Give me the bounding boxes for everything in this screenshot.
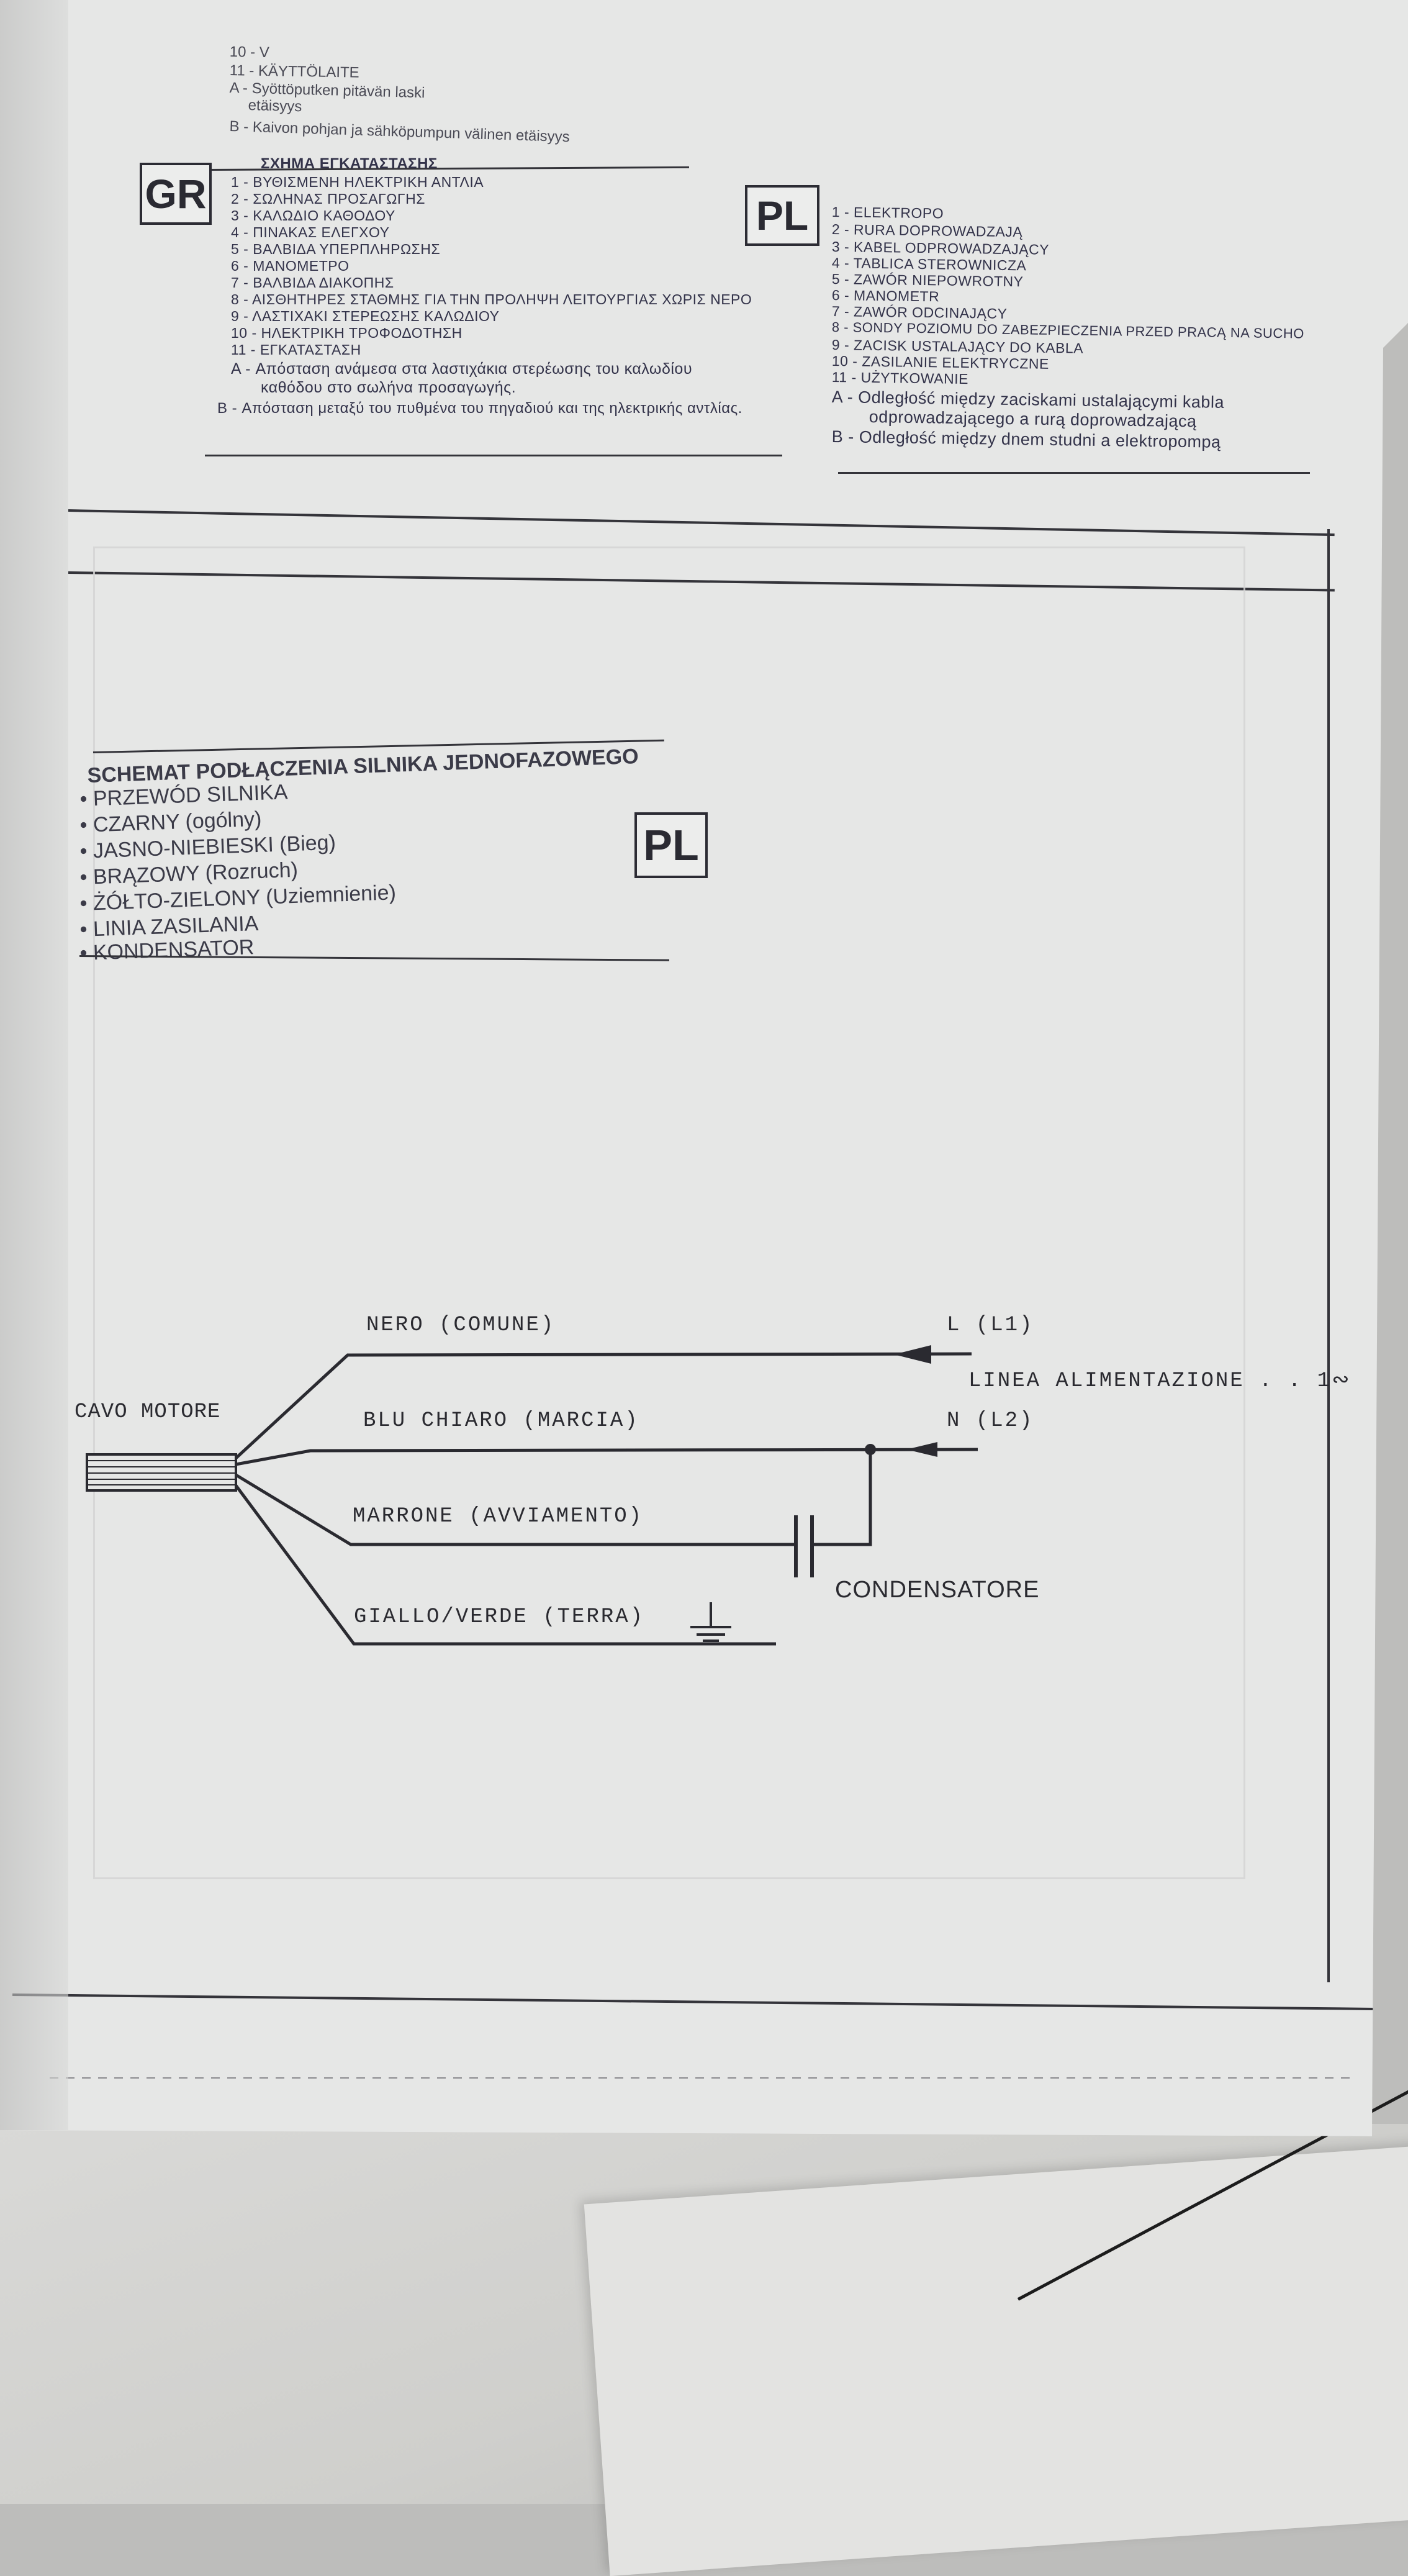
ground-icon (690, 1602, 731, 1642)
wiring-diagram: NERO (COMUNE) L (L1) LINEA ALIMENTAZIONE… (74, 1313, 1352, 1646)
gr-line-4: 4 - ΠΙΝΑΚΑΣ ΕΛΕΓΧΟΥ (231, 224, 390, 240)
section-rule-gr (205, 455, 782, 456)
gr-line-a: A - Απόσταση ανάμεσα στα λαστιχάκια στερ… (231, 360, 692, 378)
label-black-wire: NERO (COMUNE) (366, 1313, 555, 1337)
faded-installation-illustration (93, 546, 1245, 1879)
gr-line-a-cont: καθόδου στο σωλήνα προσαγωγής. (261, 379, 517, 396)
page-dotted-rule (50, 2077, 1353, 2079)
terminal-n-arrow (906, 1442, 937, 1457)
gr-line-10: 10 - ΗΛΕΚΤΡΙΚΗ ΤΡΟΦΟΔΟΤΗΣΗ (231, 325, 463, 341)
gr-line-5: 5 - ΒΑΛΒΙΔΑ ΥΠΕΡΠΛΗΡΩΣΗΣ (231, 241, 441, 257)
wire-ground (234, 1484, 776, 1646)
gr-line-6: 6 - ΜΑΝΟΜΕΤΡΟ (231, 258, 350, 274)
gr-line-11: 11 - ΕΓΚΑΤΑΣΤΑΣΗ (231, 342, 361, 358)
pl-language-badge: PL (745, 185, 819, 246)
wire-blue-run (235, 1448, 978, 1466)
label-capacitor: CONDENSATORE (835, 1577, 1039, 1603)
gr-language-badge: GR (140, 163, 212, 225)
wire-black-common (235, 1352, 972, 1459)
label-terminal-l: L (L1) (947, 1313, 1034, 1337)
page-edge-shadow (0, 0, 68, 2130)
manual-page: 10 - V 11 - KÄYTTÖLAITE A - Syöttöputken… (0, 0, 1408, 2136)
label-brown-wire: MARRONE (AVVIAMENTO) (353, 1505, 643, 1528)
gr-line-3: 3 - ΚΑΛΩΔΙΟ ΚΑΘΟΔΟΥ (231, 207, 395, 224)
gr-line-1: 1 - ΒΥΘΙΣΜΕΝΗ ΗΛΕΚΤΡΙΚΗ ΑΝΤΛΙΑ (231, 174, 484, 190)
gr-line-8: 8 - ΑΙΣΘΗΤΗΡΕΣ ΣΤΑΘΜΗΣ ΓΙΑ ΤΗΝ ΠΡΟΛΗΨΗ Λ… (231, 291, 752, 307)
label-supply-line: LINEA ALIMENTAZIONE . . 1∾ (968, 1369, 1352, 1393)
underlying-sheet (584, 2143, 1408, 2576)
label-cavo-motore: CAVO MOTORE (74, 1400, 220, 1424)
schemat-pl-badge: PL (634, 812, 708, 878)
section-rule-pl (838, 472, 1310, 474)
capacitor-lead (812, 1449, 872, 1546)
label-ground-wire: GIALLO/VERDE (TERRA) (354, 1605, 644, 1629)
label-terminal-n: N (L2) (947, 1409, 1034, 1433)
gr-line-7: 7 - ΒΑΛΒΙΔΑ ΔΙΑΚΟΠΗΣ (231, 274, 394, 291)
terminal-l-arrow (894, 1345, 931, 1364)
gr-line-b: B - Απόσταση μεταξύ του πυθμένα του πηγα… (217, 400, 742, 417)
wire-brown-start (235, 1473, 796, 1546)
motor-cable-bundle (86, 1453, 237, 1492)
capacitor-symbol (794, 1515, 814, 1577)
gr-line-2: 2 - ΣΩΛΗΝΑΣ ΠΡΟΣΑΓΩΓΗΣ (231, 191, 425, 207)
gr-line-9: 9 - ΛΑΣΤΙΧΑΚΙ ΣΤΕΡΕΩΣΗΣ ΚΑΛΩΔΙΟΥ (231, 308, 500, 324)
label-blue-wire: BLU CHIARO (MARCIA) (363, 1409, 639, 1433)
gr-title: ΣΧΗΜΑ ΕΓΚΑΤΑΣΤΑΣΗΣ (261, 155, 438, 172)
